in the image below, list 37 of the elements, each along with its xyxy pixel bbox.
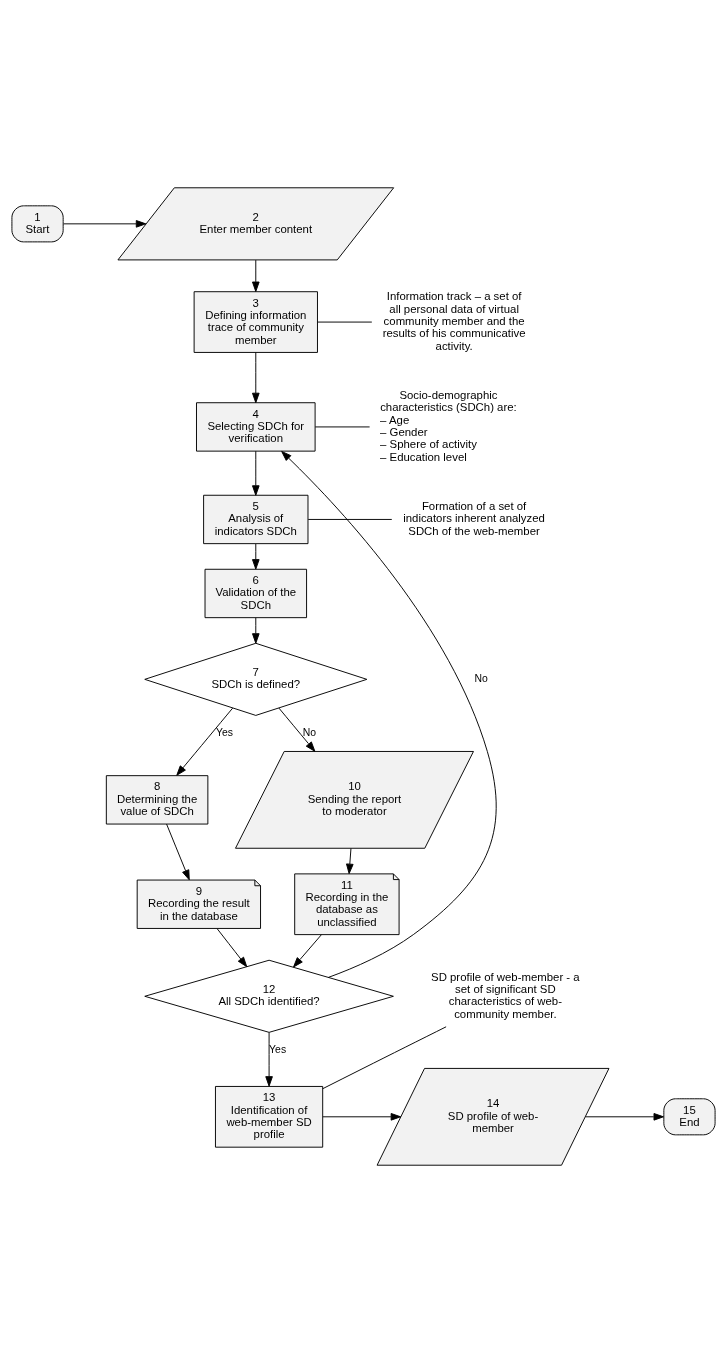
node-text: Formation of a set of indicators inherent analyzed SDCh of the web-member	[403, 500, 545, 537]
arrow	[346, 848, 354, 875]
node-box: 1 Start	[11, 205, 64, 243]
node-box: 8 Determining the value of SDCh	[105, 775, 209, 825]
arrow	[252, 259, 260, 292]
node-diamond: 7 SDCh is defined?	[144, 642, 368, 716]
node-box: 13 Identification of web-member SD profile	[215, 1085, 324, 1148]
connector	[322, 1026, 447, 1090]
arrow	[63, 220, 147, 228]
node-text: Information track – a set of all personal data of virtual community member and the results of his communicative activity.	[382, 290, 526, 352]
node-text: SD profile of web-member - a set of significant SD characteristics of web-community member.	[431, 970, 580, 1020]
arrow	[252, 450, 260, 496]
connector	[314, 426, 371, 428]
arrow	[166, 823, 190, 881]
arrow	[176, 707, 234, 776]
arrow	[216, 928, 248, 968]
arrow	[265, 1032, 273, 1087]
arrow	[252, 617, 260, 644]
node-box: 6 Validation of the SDCh	[204, 568, 308, 619]
node-box: 3 Defining information trace of community member	[193, 291, 318, 353]
arrow	[293, 934, 322, 968]
arrow	[585, 1113, 664, 1121]
arrow	[252, 352, 260, 404]
edge-label: No	[474, 673, 488, 684]
edge-label: Yes	[269, 1044, 287, 1056]
arrow	[252, 543, 260, 570]
arrow	[278, 707, 316, 752]
arrow	[281, 451, 497, 978]
edge-label: No	[302, 727, 317, 739]
node-text: Socio-demographic characteristics (SDCh) are: – Age – Gender – Sphere of activity – Education level	[380, 389, 517, 463]
node-box: 4 Selecting SDCh for verification	[196, 402, 316, 452]
edge-label: Yes	[215, 727, 233, 739]
connector	[317, 321, 373, 323]
node-box: 15 End	[663, 1098, 716, 1136]
node-box: 5 Analysis of indicators SDCh	[203, 494, 309, 545]
arrow	[322, 1113, 402, 1121]
connector	[307, 518, 393, 520]
